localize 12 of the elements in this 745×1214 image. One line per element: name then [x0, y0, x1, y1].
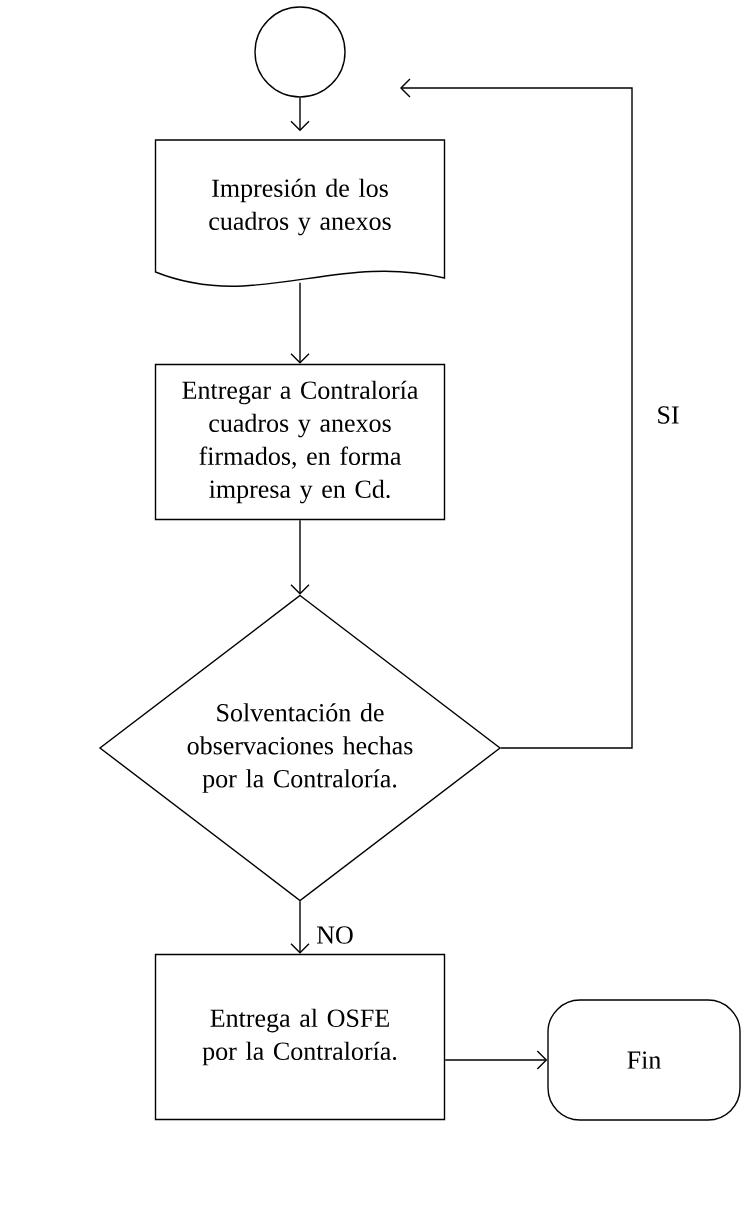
edge-label: NO: [314, 924, 356, 946]
arrow: [290, 519, 310, 595]
edge-label: SI: [654, 404, 682, 426]
end-terminal: Fin: [547, 999, 741, 1121]
arrow: [290, 97, 310, 132]
arrow: [400, 78, 633, 749]
arrow: [290, 282, 310, 364]
process-box: Entrega al OSFE por la Contraloría.: [154, 953, 446, 1121]
process-box: Entregar a Contraloría cuadros y anexos firmados, en forma impresa y en Cd.: [154, 363, 446, 521]
arrow: [290, 900, 310, 954]
arrow: [444, 1050, 548, 1070]
start-circle: [254, 6, 346, 98]
